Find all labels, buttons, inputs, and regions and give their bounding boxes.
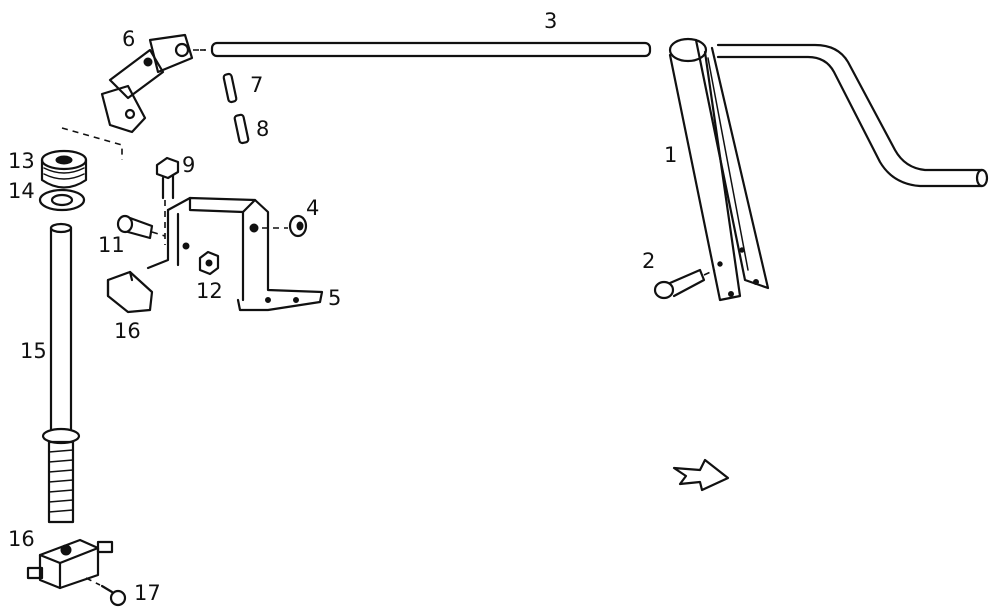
part-14-washer — [38, 188, 86, 212]
callout-16-lower: 16 — [8, 527, 35, 551]
callout-7: 7 — [250, 73, 263, 97]
callout-4: 4 — [306, 196, 319, 220]
part-6-universal-joint — [100, 33, 205, 134]
part-13-bushing — [40, 149, 88, 189]
callout-9: 9 — [182, 153, 195, 177]
part-7-pin — [222, 72, 238, 104]
part-16-clip — [106, 270, 154, 314]
part-5-bracket — [146, 196, 324, 312]
part-15-threaded-rod — [41, 222, 81, 524]
part-1-lever — [668, 37, 770, 302]
part-8-pin — [233, 113, 250, 145]
part-17-screw — [85, 577, 127, 607]
part-9-bolt — [155, 156, 180, 245]
callout-5: 5 — [328, 286, 341, 310]
callout-2: 2 — [642, 249, 655, 273]
part-11-bolt — [116, 214, 166, 240]
direction-arrow-icon — [672, 458, 730, 492]
part-4-bushing — [262, 214, 308, 238]
callout-16-upper: 16 — [114, 319, 141, 343]
callout-1: 1 — [664, 143, 677, 167]
callout-8: 8 — [256, 117, 269, 141]
callout-13: 13 — [8, 149, 35, 173]
part-3-shaft — [200, 41, 652, 58]
callout-17: 17 — [134, 581, 161, 605]
part-3-crank-handle — [716, 43, 989, 188]
callout-3: 3 — [544, 9, 557, 33]
part-12-nut — [198, 250, 220, 276]
callout-11: 11 — [98, 233, 125, 257]
part-2-bolt — [653, 268, 716, 300]
callout-12: 12 — [196, 279, 223, 303]
callout-14: 14 — [8, 179, 35, 203]
part-16-block — [26, 538, 114, 590]
callout-15: 15 — [20, 339, 47, 363]
callout-6: 6 — [122, 27, 135, 51]
